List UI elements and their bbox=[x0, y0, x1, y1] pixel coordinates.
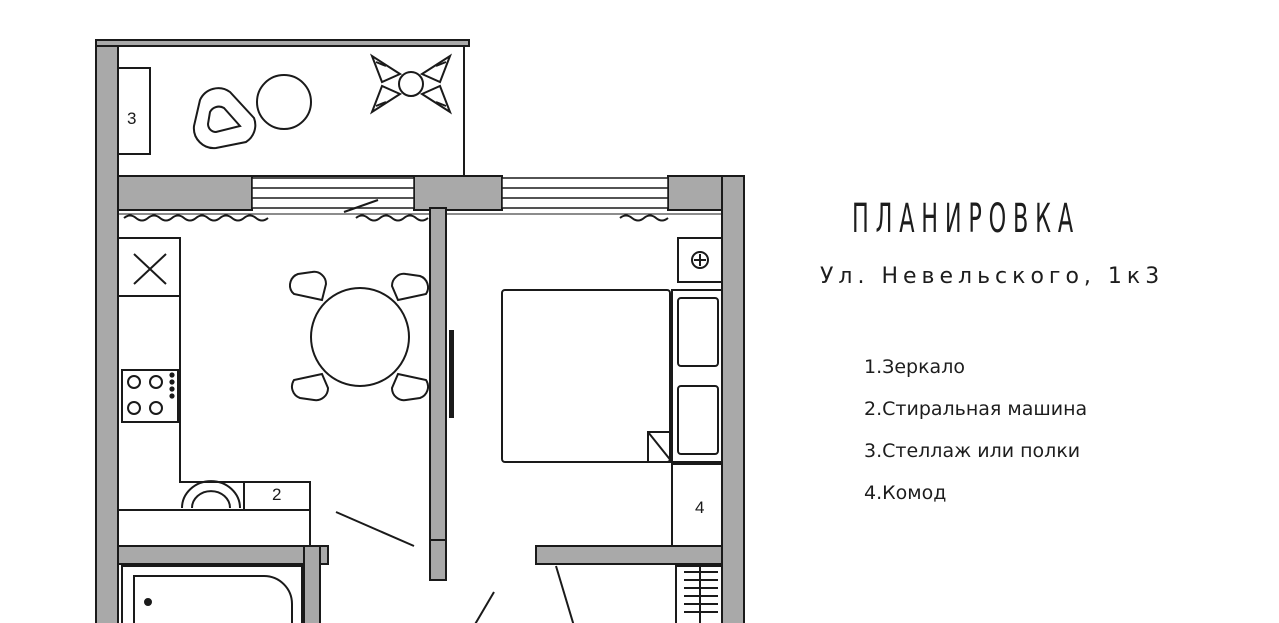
dresser-label: 4 bbox=[695, 498, 704, 517]
address-text: Ул. Невельского, 1к3 bbox=[820, 264, 1165, 289]
round-table-icon bbox=[256, 74, 312, 130]
bathroom bbox=[121, 565, 303, 623]
legend-item-number: 4. bbox=[864, 482, 883, 504]
mirror-icon bbox=[449, 330, 454, 418]
plant-icon bbox=[369, 53, 453, 115]
dresser bbox=[671, 463, 723, 547]
legend-item-label: Зеркало bbox=[882, 356, 965, 378]
bedroom bbox=[474, 237, 723, 623]
wardrobe-icon bbox=[675, 565, 723, 623]
armchair-icon bbox=[192, 87, 257, 150]
kitchen bbox=[117, 199, 429, 547]
washing-machine-icon bbox=[181, 480, 241, 509]
legend-item-label: Комод bbox=[882, 482, 947, 504]
floor-plan: 3 2 4 bbox=[95, 39, 745, 623]
curtains bbox=[118, 213, 722, 222]
legend-item-label: Стиральная машина bbox=[882, 398, 1088, 420]
balcony-shelf bbox=[117, 67, 151, 155]
legend-item: 4.Комод bbox=[864, 472, 1087, 514]
windows bbox=[251, 177, 669, 209]
page-title: ПЛАНИРОВКА bbox=[852, 196, 1080, 242]
legend-item-number: 1. bbox=[864, 356, 883, 378]
legend-item-number: 2. bbox=[864, 398, 883, 420]
legend-item-label: Стеллаж или полки bbox=[882, 440, 1081, 462]
washing-machine-label: 2 bbox=[272, 485, 281, 504]
legend-item: 3.Стеллаж или полки bbox=[864, 430, 1087, 472]
legend-item: 1.Зеркало bbox=[864, 346, 1087, 388]
double-bed-icon bbox=[501, 289, 723, 463]
legend-item-number: 3. bbox=[864, 440, 883, 462]
sink-icon bbox=[133, 253, 167, 285]
bathtub-icon bbox=[133, 575, 293, 623]
furniture-legend: 1.Зеркало 2.Стиральная машина 3.Стеллаж … bbox=[864, 346, 1087, 514]
stove-icon bbox=[121, 369, 179, 423]
legend-item: 2.Стиральная машина bbox=[864, 388, 1087, 430]
balcony bbox=[117, 45, 465, 177]
dining-table-icon bbox=[289, 270, 429, 402]
balcony-shelf-label: 3 bbox=[127, 109, 136, 128]
lamp-icon bbox=[677, 237, 723, 283]
